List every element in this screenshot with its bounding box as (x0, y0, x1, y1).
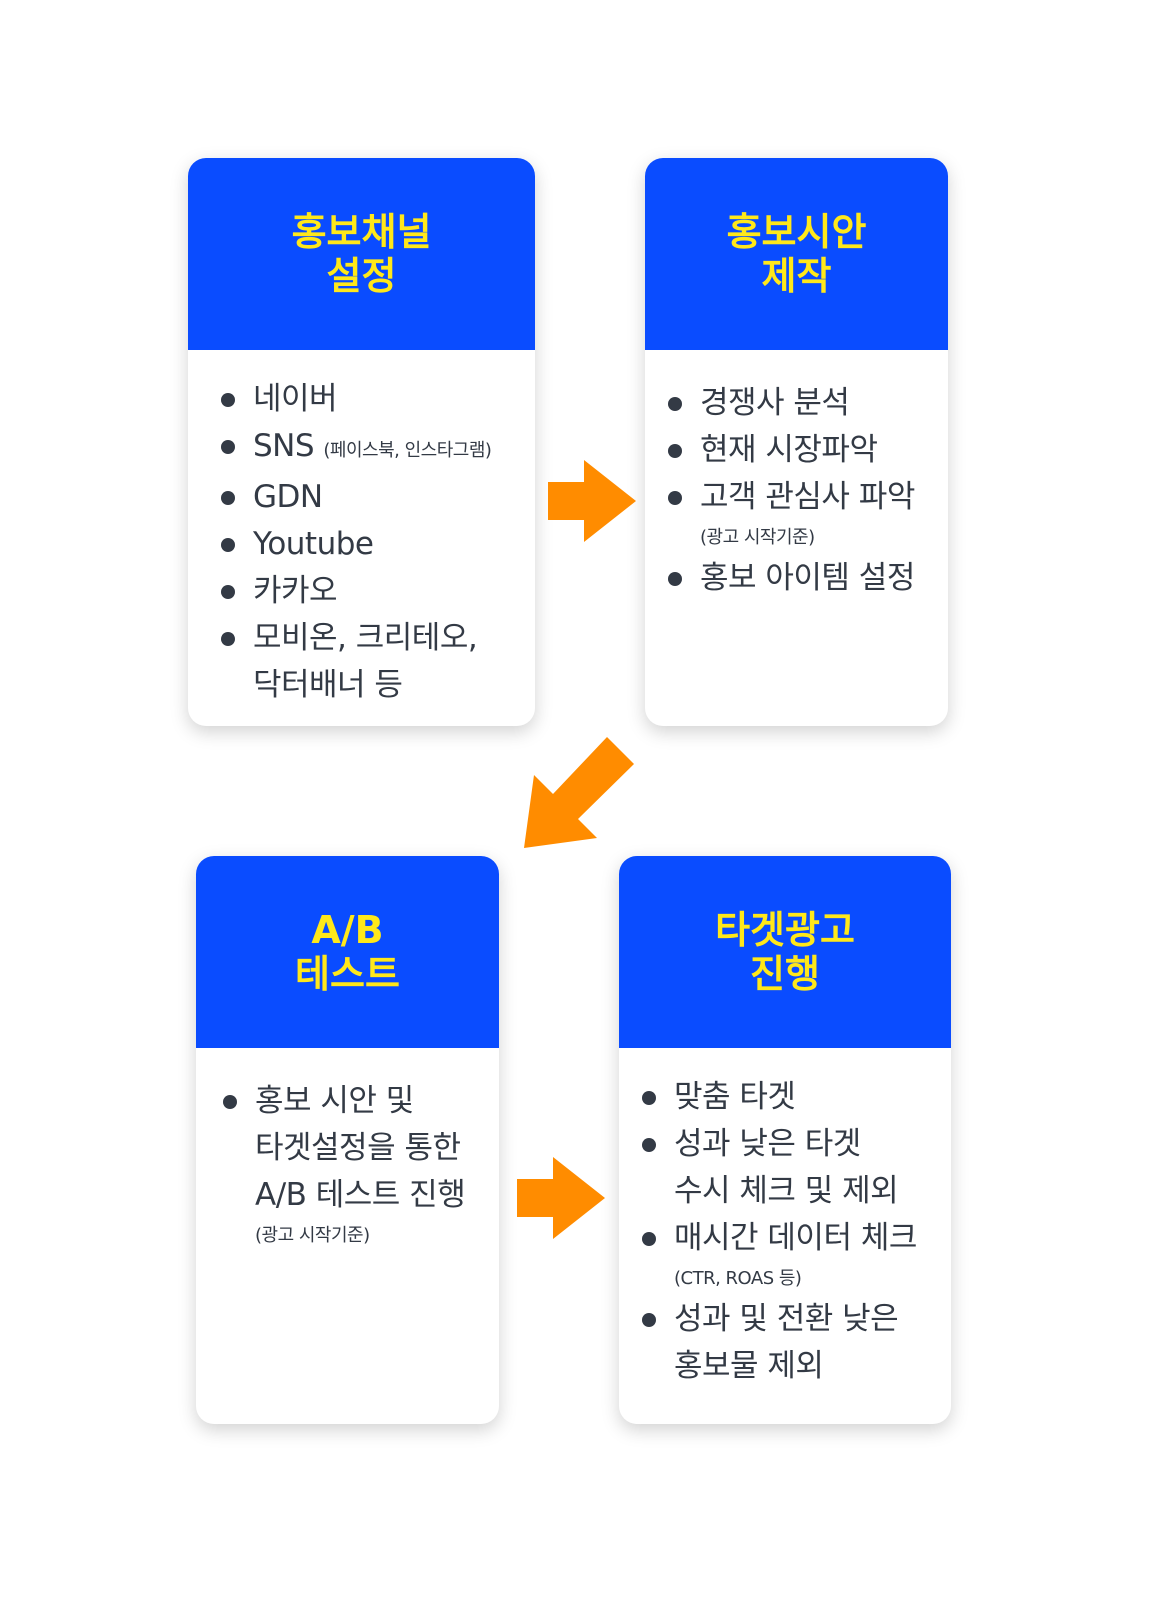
bullet-icon (221, 393, 235, 407)
card-header: A/B 테스트 (196, 856, 499, 1048)
list-item: Youtube (220, 521, 505, 568)
bullet-icon (668, 491, 682, 505)
card-title: 타겟광고 진행 (715, 908, 855, 996)
bullet-icon (642, 1232, 656, 1246)
item-text: 매시간 데이터 체크 (674, 1220, 917, 1256)
item-text: SNS (253, 428, 315, 464)
item-text: 홍보물 제외 (674, 1348, 824, 1384)
bullet-icon (668, 444, 682, 458)
bullet-icon (221, 440, 235, 454)
list-item: 맞춤 타겟 (641, 1074, 921, 1121)
card-title: A/B 테스트 (295, 908, 400, 996)
item-text: 타겟설정을 통한 (255, 1130, 461, 1166)
bullet-icon (223, 1095, 237, 1109)
list-item: GDN (220, 474, 505, 521)
list-item: 네이버 (220, 376, 505, 423)
bullet-icon (668, 397, 682, 411)
item-text: GDN (253, 479, 323, 515)
item-text: A/B 테스트 진행 (255, 1177, 466, 1213)
bullet-icon (668, 572, 682, 586)
card-title: 홍보시안 제작 (726, 210, 867, 298)
bullet-icon (221, 491, 235, 505)
item-text: 수시 체크 및 제외 (674, 1173, 899, 1209)
card-header: 홍보채널 설정 (188, 158, 535, 350)
list-item: 모비온, 크리테오, 닥터배너 등 (220, 615, 505, 709)
item-text: 네이버 (253, 381, 338, 417)
item-text: 카카오 (253, 573, 338, 609)
item-text: 닥터배너 등 (253, 667, 403, 703)
list-item: 홍보 아이템 설정 (667, 555, 918, 602)
list-item: 현재 시장파악 (667, 427, 918, 474)
bullet-icon (221, 585, 235, 599)
item-text: SNS (페이스북, 인스타그램) (253, 423, 505, 474)
item-text: 성과 낮은 타겟 (674, 1126, 861, 1162)
item-text: 현재 시장파악 (700, 432, 878, 468)
item-text: 홍보 시안 및 (255, 1083, 414, 1119)
arrow-right-icon (548, 460, 636, 542)
item-text: 성과 및 전환 낮은 (674, 1301, 899, 1337)
card-header: 홍보시안 제작 (645, 158, 948, 350)
item-note: (광고 시작기준) (255, 1225, 370, 1246)
item-text: 모비온, 크리테오, (253, 620, 478, 656)
arrow-down-left-icon (524, 737, 634, 848)
list-item: 매시간 데이터 체크 (CTR, ROAS 등) (641, 1215, 921, 1296)
list-item: 카카오 (220, 568, 505, 615)
item-text: 경쟁사 분석 (700, 385, 850, 421)
bullet-icon (642, 1091, 656, 1105)
bullet-icon (642, 1313, 656, 1327)
item-text: 홍보 아이템 설정 (700, 560, 915, 596)
bullet-icon (642, 1138, 656, 1152)
list-item: SNS (페이스북, 인스타그램) (220, 423, 505, 474)
card-title: 홍보채널 설정 (291, 210, 432, 298)
bullet-icon (221, 632, 235, 646)
bullet-icon (221, 538, 235, 552)
item-note: (광고 시작기준) (700, 527, 815, 548)
item-text: 고객 관심사 파악 (700, 479, 915, 515)
item-text: 맞춤 타겟 (674, 1079, 796, 1115)
card-header: 타겟광고 진행 (619, 856, 951, 1048)
arrow-right-icon (517, 1157, 605, 1239)
item-inline-note: (페이스북, 인스타그램) (323, 440, 492, 461)
list-item: 고객 관심사 파악 (광고 시작기준) (667, 474, 918, 555)
item-note: (CTR, ROAS 등) (674, 1268, 802, 1289)
item-text: Youtube (253, 526, 374, 562)
list-item: 경쟁사 분석 (667, 380, 918, 427)
